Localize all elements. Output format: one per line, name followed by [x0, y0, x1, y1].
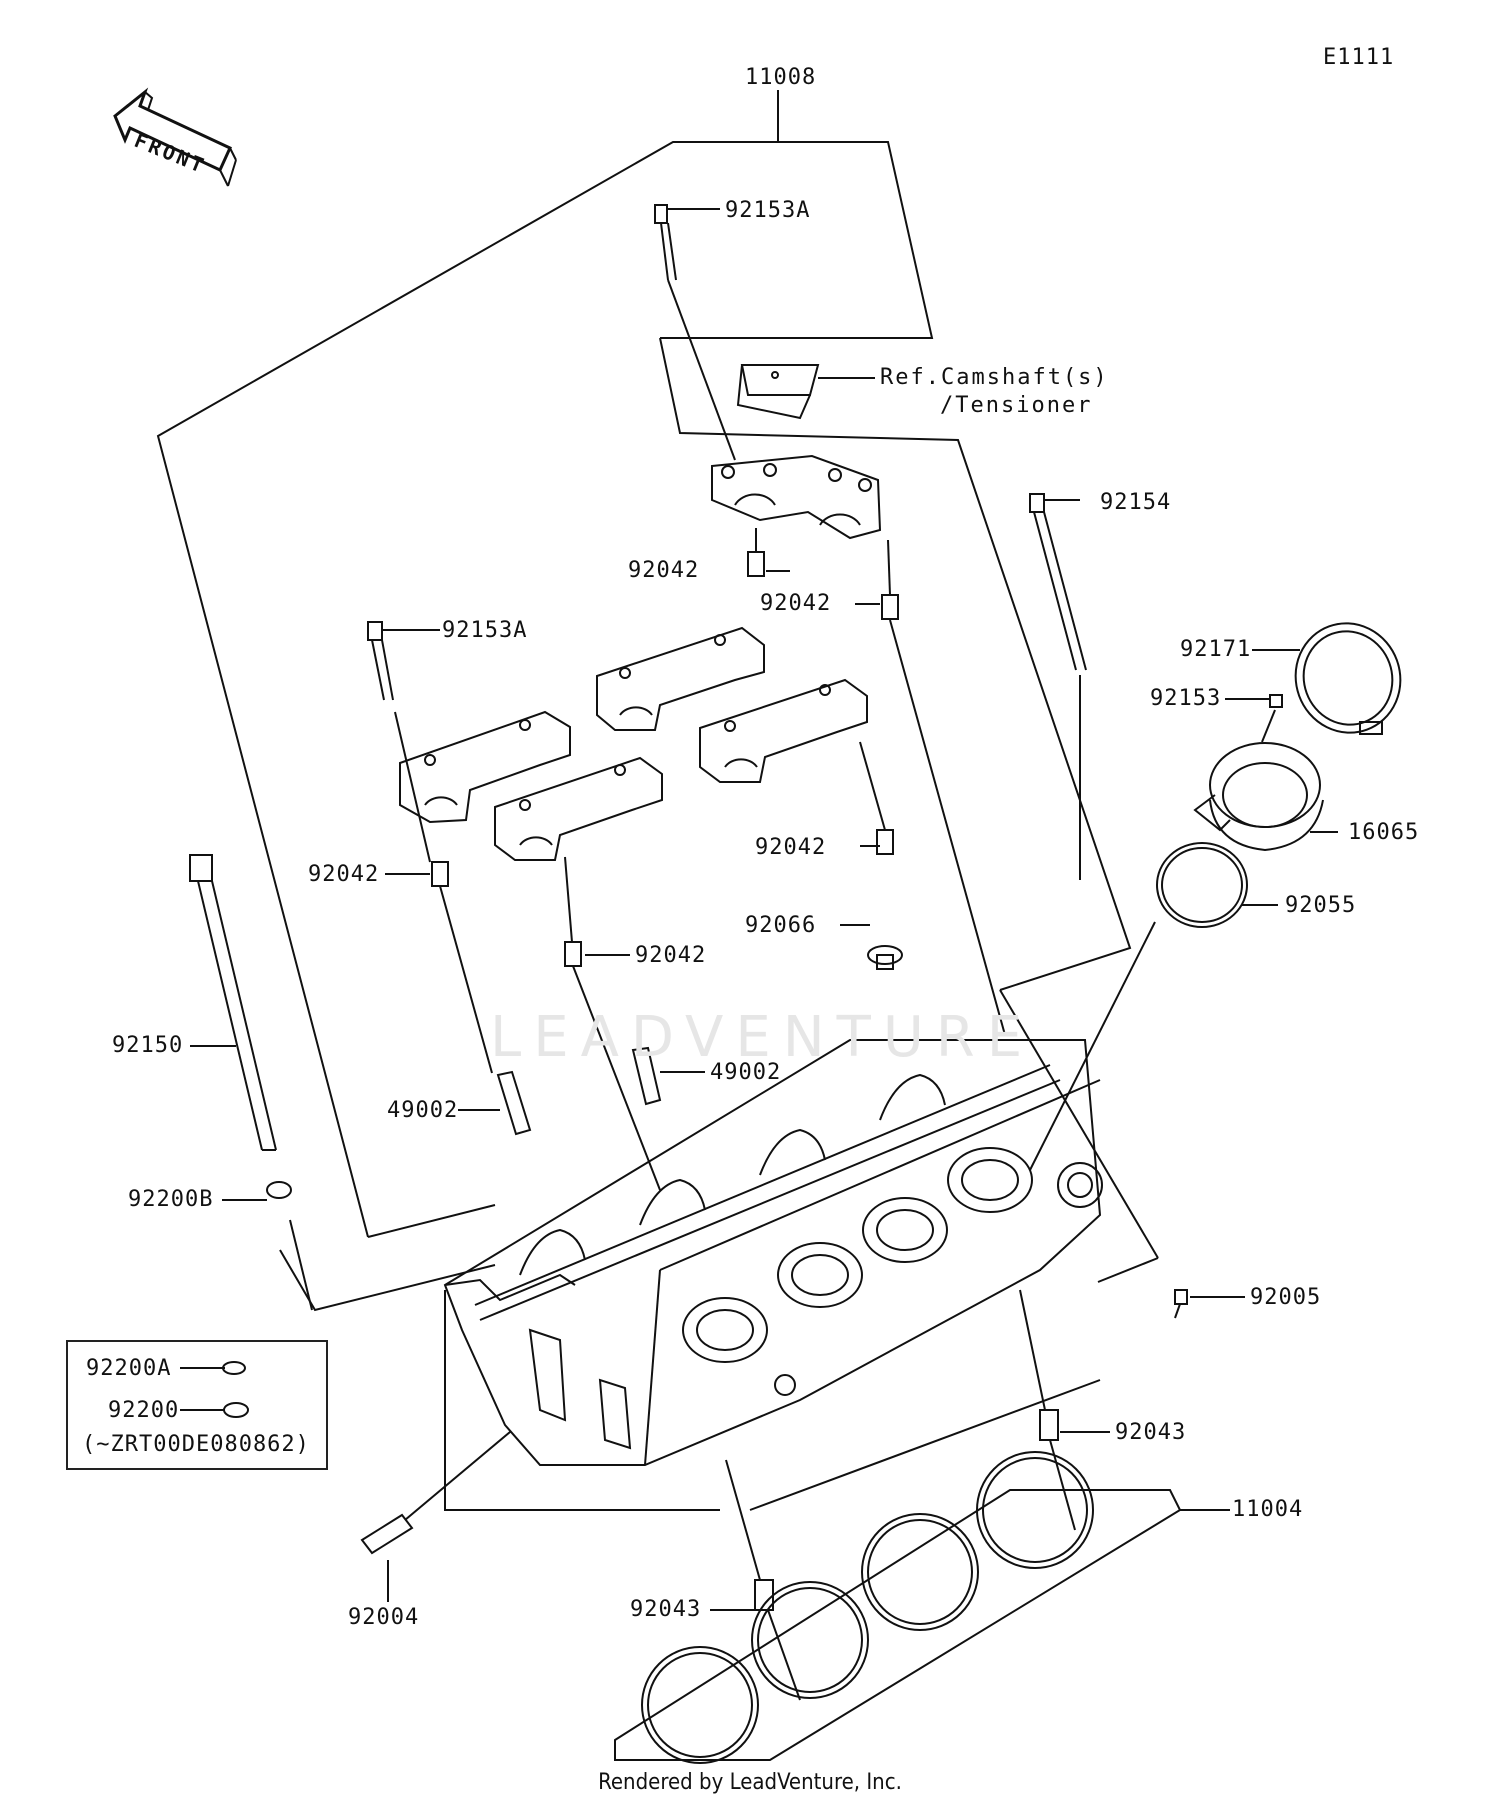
part-label-11008[interactable]: 11008 [745, 65, 817, 90]
bolt-92150 [189, 854, 277, 1151]
valve-guide-49002-r [631, 1046, 662, 1106]
part-label-92042-3[interactable]: 92042 [755, 835, 827, 860]
washer-92200 [223, 1402, 249, 1418]
cam-cap-2 [596, 626, 765, 731]
front-arrow-icon [113, 87, 237, 187]
part-label-92055[interactable]: 92055 [1285, 893, 1357, 918]
part-label-49002-l[interactable]: 49002 [387, 1098, 459, 1123]
cam-cap-3 [494, 756, 663, 861]
washer-92200A [222, 1361, 246, 1375]
part-label-92200[interactable]: 92200 [108, 1398, 180, 1423]
ref-note-line1: Ref.Camshaft(s) [880, 365, 1109, 390]
oring-92055 [1156, 842, 1248, 928]
cam-cap-1 [399, 710, 571, 824]
part-label-92042-1[interactable]: 92042 [628, 558, 700, 583]
washer-92200B [266, 1181, 292, 1199]
bolt-92153A-top [654, 204, 736, 461]
watermark: LEADVENTURE [490, 1005, 1035, 1070]
part-label-92154[interactable]: 92154 [1100, 490, 1172, 515]
dowel-92042-3 [431, 861, 449, 887]
diagram-code: E1111 [1323, 45, 1395, 70]
part-label-92066[interactable]: 92066 [745, 913, 817, 938]
plug-92066 [867, 945, 903, 970]
part-label-92200A[interactable]: 92200A [86, 1356, 172, 1381]
footer-credit: Rendered by LeadVenture, Inc. [598, 1770, 902, 1795]
part-label-92043-r[interactable]: 92043 [1115, 1420, 1187, 1445]
part-label-92153A-top[interactable]: 92153A [725, 198, 811, 223]
dowel-92042-1 [747, 551, 765, 577]
part-label-92042-4[interactable]: 92042 [308, 862, 380, 887]
holder-16065 [1193, 742, 1324, 852]
part-label-92005[interactable]: 92005 [1250, 1285, 1322, 1310]
dowel-92043-r [1039, 1409, 1059, 1441]
cam-cap-top [711, 454, 882, 540]
camshaft-bracket-ref [736, 364, 875, 420]
part-label-11004[interactable]: 11004 [1232, 1497, 1304, 1522]
part-label-49002-r[interactable]: 49002 [710, 1060, 782, 1085]
part-label-92171[interactable]: 92171 [1180, 637, 1252, 662]
stud-92004 [360, 1431, 511, 1555]
part-label-92043-b[interactable]: 92043 [630, 1597, 702, 1622]
ref-note-line2: /Tensioner [940, 393, 1093, 418]
dowel-92042-5 [876, 829, 894, 855]
part-label-92153A-left[interactable]: 92153A [442, 618, 528, 643]
cam-cap-4 [699, 678, 868, 783]
serial-note-box [66, 1340, 328, 1470]
bolt-92153A-left [367, 621, 431, 863]
part-label-16065[interactable]: 16065 [1348, 820, 1420, 845]
part-label-92150[interactable]: 92150 [112, 1033, 184, 1058]
part-label-92153[interactable]: 92153 [1150, 686, 1222, 711]
bolt-92154 [1029, 493, 1087, 880]
bolt-92005 [1174, 1289, 1188, 1319]
part-label-92042-2[interactable]: 92042 [760, 591, 832, 616]
part-label-92042-5[interactable]: 92042 [635, 943, 707, 968]
dowel-92042-4 [564, 941, 582, 967]
dowel-92042-2 [881, 594, 899, 620]
valve-guide-49002-l [496, 1070, 532, 1136]
cylinder-head [443, 1039, 1103, 1466]
part-label-92200B[interactable]: 92200B [128, 1187, 214, 1212]
bolt-92153 [1269, 694, 1283, 708]
serial-range: (~ZRT00DE080862) [82, 1432, 310, 1457]
part-label-92004[interactable]: 92004 [348, 1605, 420, 1630]
clamp-92171 [1294, 622, 1402, 734]
